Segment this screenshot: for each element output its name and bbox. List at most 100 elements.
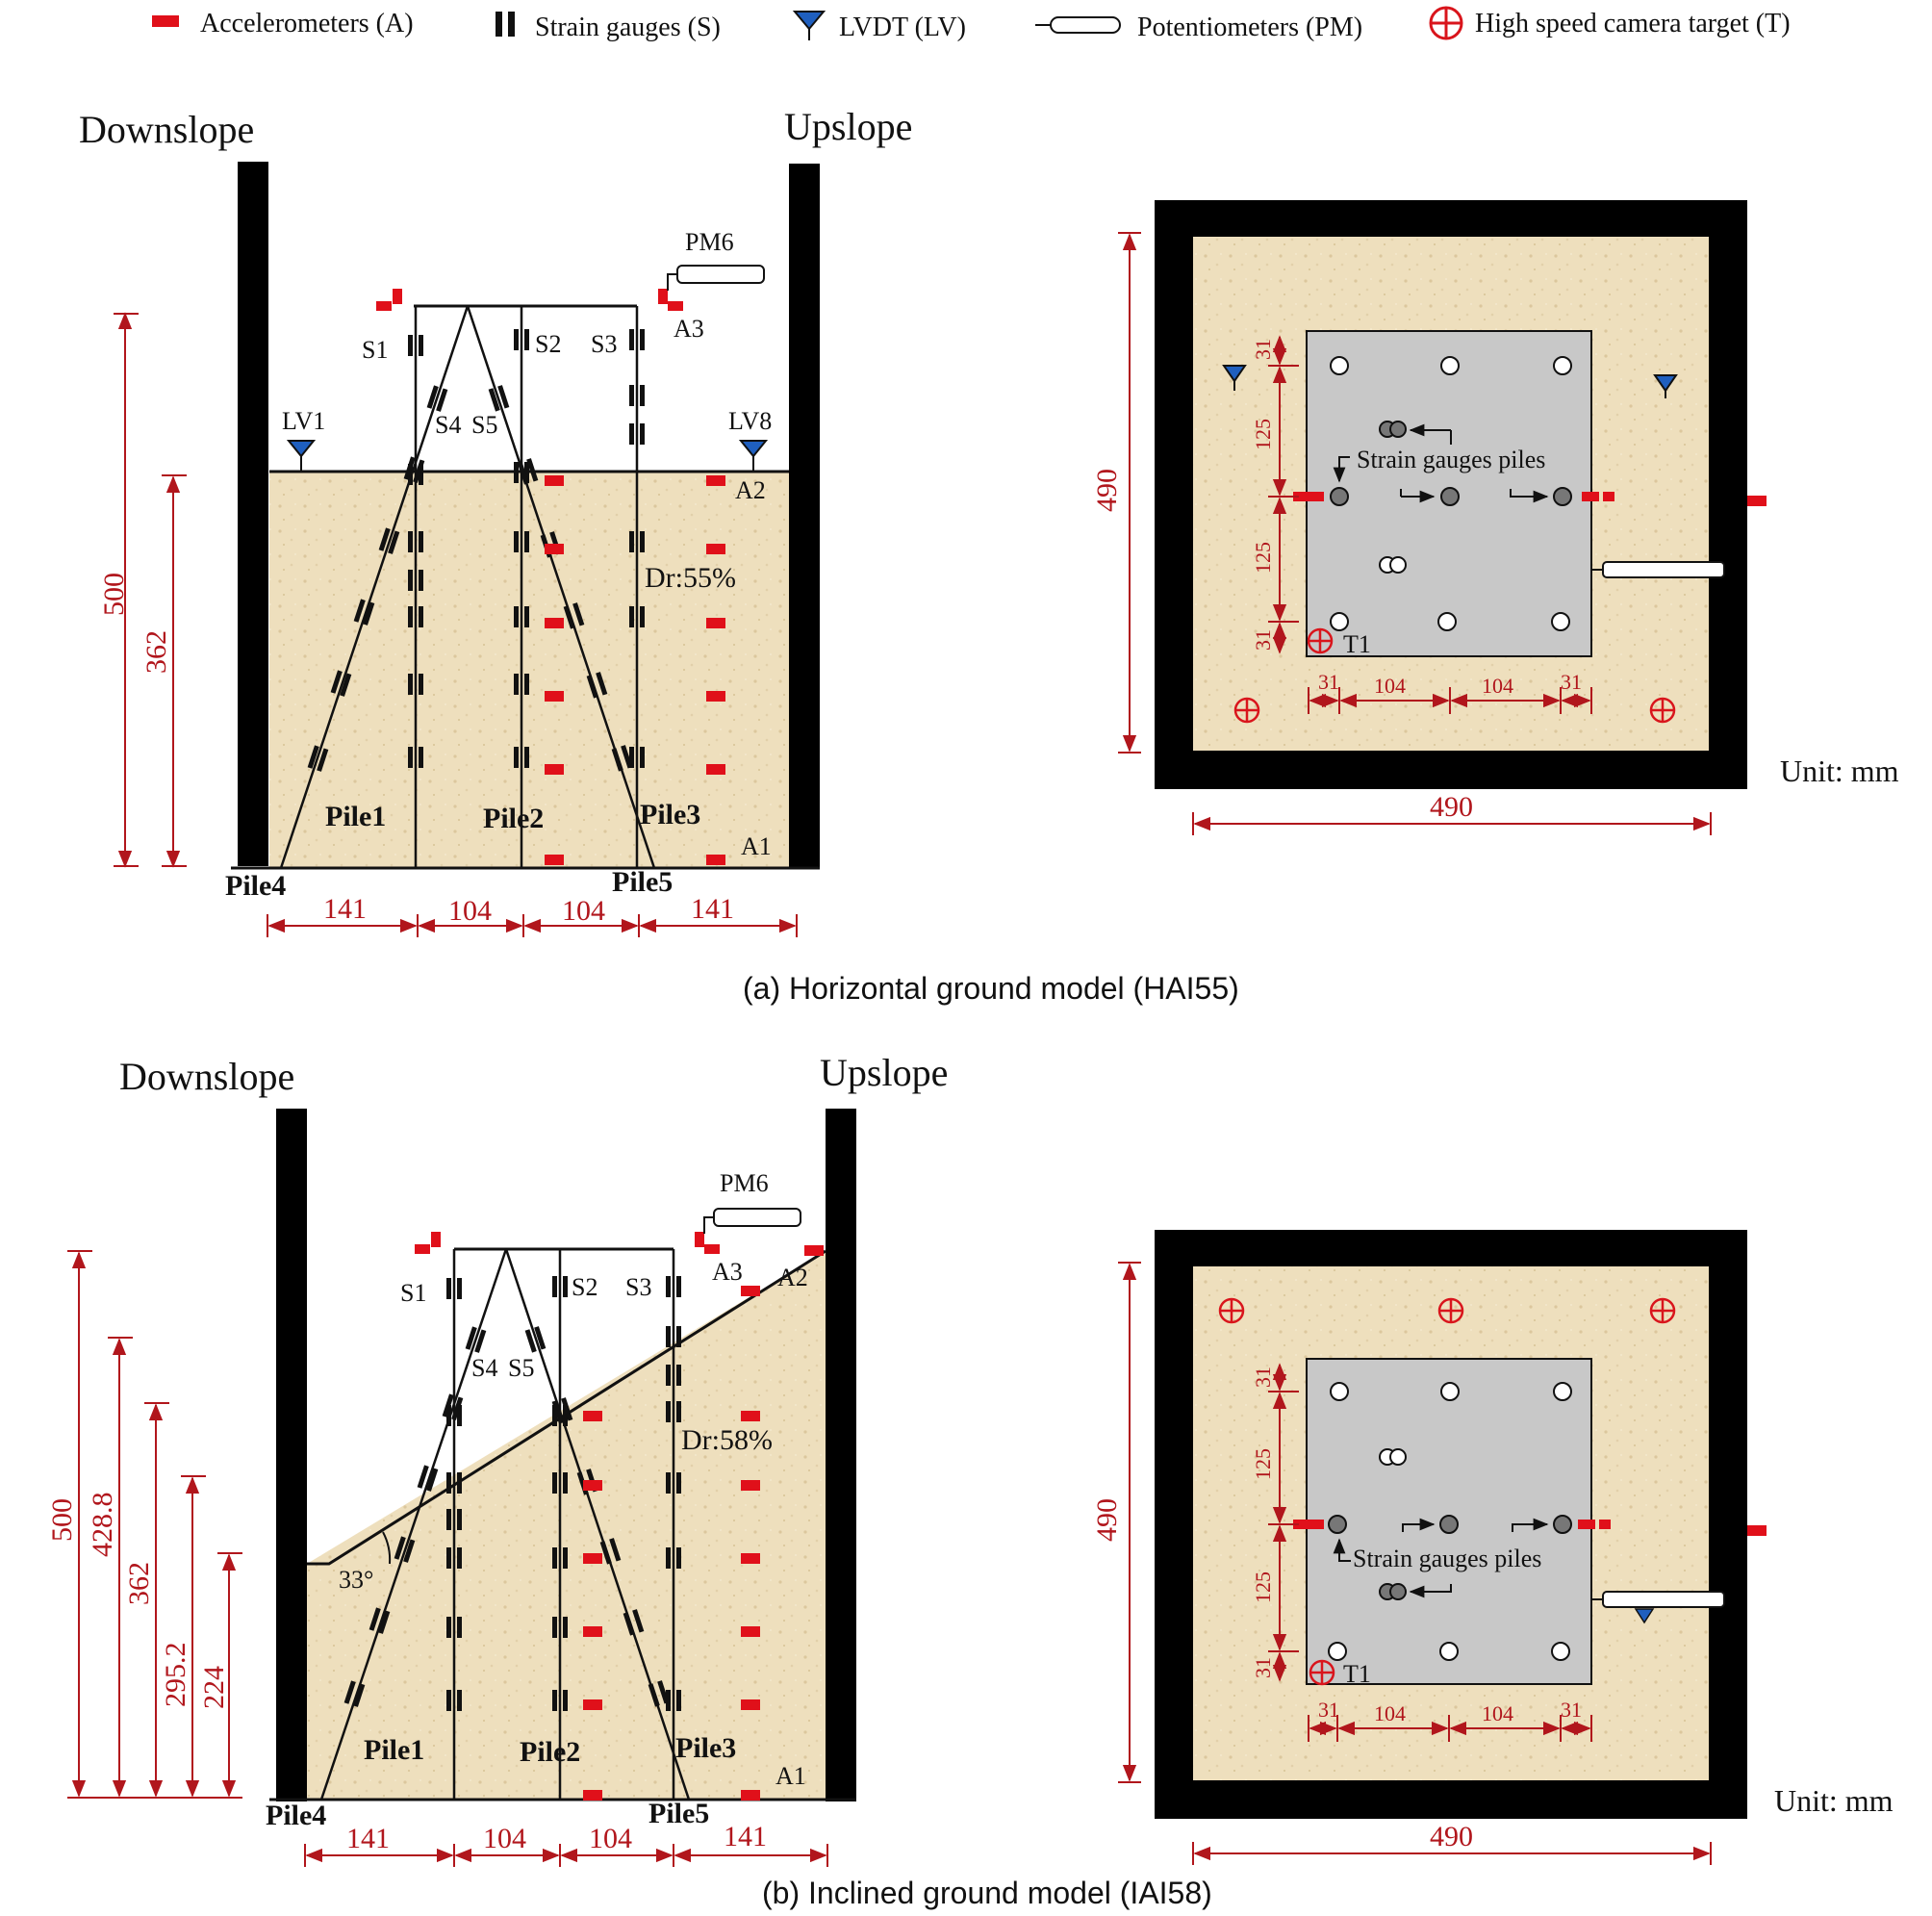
a1-label-a: A1: [741, 832, 772, 860]
height-dimensions-a: [114, 312, 187, 868]
plan-side-h-b: 490: [1430, 1821, 1473, 1852]
pile2-label-a: Pile2: [483, 803, 544, 834]
height-224-b: 224: [198, 1666, 230, 1709]
pile5-a: [466, 305, 656, 869]
plan-offset-x1-a: 31: [1318, 670, 1339, 694]
potentiometer-plan-a: [1602, 561, 1725, 578]
s2-label-b: S2: [572, 1273, 597, 1301]
width-141-right-b: 141: [724, 1821, 767, 1852]
plan-horizontal-dims-b: [1192, 1715, 1712, 1865]
s1-label-b: S1: [400, 1279, 426, 1307]
accelerometers-plan-a: [1293, 492, 1767, 506]
slope-angle-b: 33°: [339, 1566, 373, 1594]
a3-label-a: A3: [674, 315, 704, 343]
relative-density-a: Dr:55%: [645, 562, 736, 594]
downslope-label-a: Downslope: [79, 108, 254, 151]
instrumented-piles-plan-a: [1330, 421, 1572, 506]
height-362-a: 362: [140, 630, 172, 674]
s4-label-b: S4: [471, 1354, 497, 1382]
plan-offset-y2-a: 125: [1251, 419, 1275, 450]
pile-heads-plan-b: [1328, 1382, 1572, 1661]
pile5-b: [504, 1248, 691, 1801]
plan-offset-x2-a: 104: [1374, 674, 1406, 698]
plan-horizontal-dims-a: [1192, 687, 1712, 835]
width-141-right-a: 141: [691, 893, 734, 925]
accelerometer-legend-icon: [152, 15, 179, 27]
potentiometer-b: [713, 1208, 801, 1227]
plan-offset-y4-b: 31: [1251, 1657, 1275, 1678]
potentiometer-legend-icon: [1050, 16, 1121, 34]
plan-offset-y4-a: 31: [1251, 629, 1275, 651]
lv8-label-a: LV8: [728, 407, 772, 435]
legend-strain-gauge: Strain gauges (S): [535, 13, 721, 42]
height-500-b: 500: [46, 1498, 78, 1542]
lv1-label-a: LV1: [282, 407, 325, 435]
relative-density-b: Dr:58%: [681, 1424, 773, 1456]
plan-offset-x4-a: 31: [1561, 670, 1582, 694]
s1-label-a: S1: [362, 336, 388, 364]
potentiometer-plan-b: [1602, 1591, 1725, 1608]
unit-label-b: Unit: mm: [1774, 1783, 1894, 1818]
plan-offset-y1-b: 31: [1251, 1367, 1275, 1388]
instrumented-piles-plan-b: [1328, 1515, 1572, 1600]
a3-label-b: A3: [712, 1258, 743, 1286]
caption-b: (b) Inclined ground model (IAI58): [762, 1876, 1212, 1910]
plan-side-v-a: 490: [1091, 469, 1123, 512]
pile3-label-b: Pile3: [675, 1732, 736, 1764]
lvdt-icons-a: [286, 440, 769, 472]
upslope-label-a: Upslope: [784, 105, 912, 148]
t1-label-plan-a: T1: [1343, 630, 1371, 658]
plan-offset-x2-b: 104: [1374, 1701, 1406, 1725]
width-104-right-b: 104: [589, 1823, 632, 1854]
plan-offset-x3-b: 104: [1482, 1701, 1513, 1725]
strain-arrows-plan-b: [1333, 1518, 1549, 1598]
legend-camera-target: High speed camera target (T): [1475, 9, 1791, 38]
t1-label-plan-b: T1: [1343, 1660, 1371, 1688]
strain-gauges-b: [446, 1276, 681, 1711]
plan-offset-x1-b: 31: [1318, 1698, 1339, 1722]
accelerometers-plan-b: [1293, 1520, 1767, 1536]
width-104-right-a: 104: [562, 895, 605, 927]
height-295-b: 295.2: [160, 1643, 191, 1708]
plan-offset-x3-a: 104: [1482, 674, 1513, 698]
right-wall-a: [789, 164, 820, 868]
strain-gauge-legend-icon: [496, 12, 502, 37]
height-362-b: 362: [123, 1562, 155, 1605]
plan-side-h-a: 490: [1430, 791, 1473, 823]
plan-offset-x4-b: 31: [1561, 1698, 1582, 1722]
width-104-left-b: 104: [483, 1823, 526, 1854]
caption-a: (a) Horizontal ground model (HAI55): [743, 971, 1239, 1006]
panel-a-plan: Strain gauges piles T1: [1091, 200, 1899, 835]
s3-label-b: S3: [625, 1273, 651, 1301]
lvdt-legend-icon: [792, 11, 826, 31]
camera-target-legend-icon: [1429, 6, 1463, 40]
pile5-label-b: Pile5: [648, 1798, 709, 1829]
s2-label-a: S2: [535, 330, 561, 358]
camera-targets-plan-a: [1233, 627, 1676, 724]
s3-label-a: S3: [591, 330, 617, 358]
width-141-left-b: 141: [346, 1823, 390, 1854]
pile3-label-a: Pile3: [640, 799, 700, 830]
pile4-b: [319, 1248, 508, 1801]
s5-label-b: S5: [508, 1354, 534, 1382]
plan-vertical-dims-b: [1118, 1262, 1299, 1783]
camera-targets-plan-b: [1218, 1297, 1676, 1686]
plan-offset-y2-b: 125: [1251, 1448, 1275, 1480]
width-dimensions-b: [304, 1844, 828, 1867]
lvdt-plan-a: [1222, 365, 1678, 398]
accelerometers-a: [376, 289, 725, 865]
panel-a-section: Downslope Upslope: [79, 105, 912, 937]
panel-b-plan: Strain gauges piles T1 490 31 125: [1091, 1230, 1894, 1865]
plan-offset-y3-b: 125: [1251, 1571, 1275, 1603]
plan-side-v-b: 490: [1091, 1498, 1123, 1542]
strain-note-plan-b: Strain gauges piles: [1353, 1545, 1541, 1572]
pile1-label-b: Pile1: [364, 1734, 424, 1766]
right-wall-b: [826, 1109, 856, 1801]
plan-offset-y1-a: 31: [1251, 339, 1275, 360]
pile4-label-a: Pile4: [225, 870, 286, 902]
width-dimensions-a: [267, 914, 798, 937]
s4-label-a: S4: [435, 411, 461, 439]
accelerometers-b: [415, 1232, 824, 1801]
a2-label-a: A2: [735, 476, 766, 504]
